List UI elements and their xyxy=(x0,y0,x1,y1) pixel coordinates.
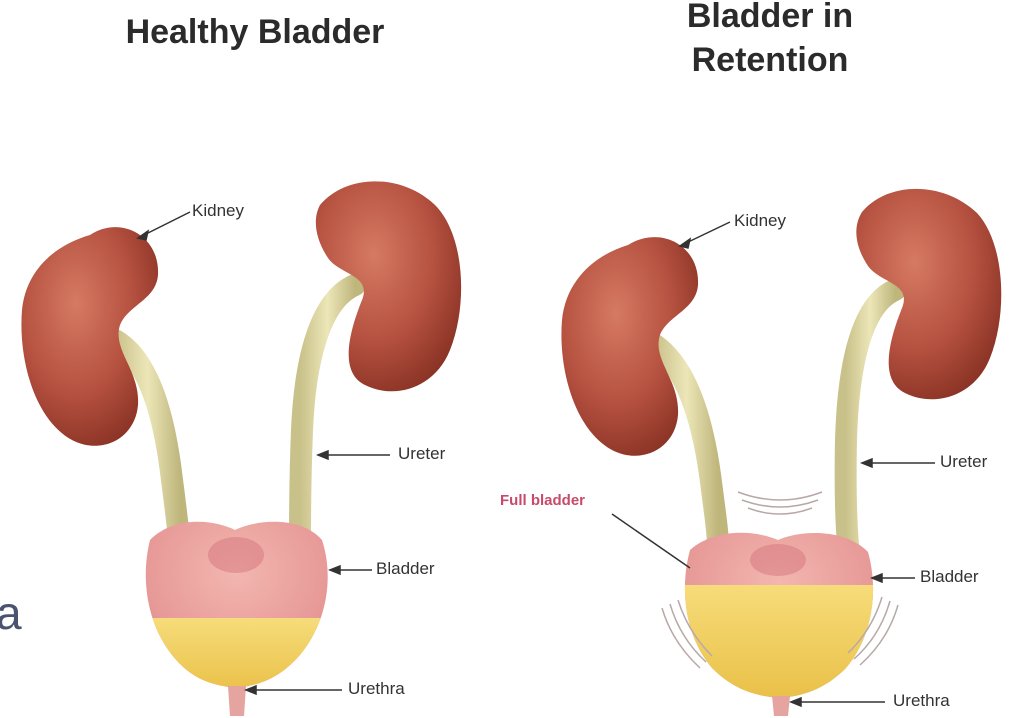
healthy-diagram xyxy=(21,181,461,716)
label-urethra-retention: Urethra xyxy=(893,691,950,711)
label-bladder-retention: Bladder xyxy=(920,567,979,587)
left-kidney-1 xyxy=(21,227,158,446)
right-kidney-1 xyxy=(561,237,698,456)
edge-text-fragment: a xyxy=(0,586,22,640)
label-bladder-healthy: Bladder xyxy=(376,559,435,579)
left-ureter-b xyxy=(300,285,355,540)
label-kidney-healthy: Kidney xyxy=(192,201,244,221)
label-ureter-retention: Ureter xyxy=(940,452,987,472)
retention-diagram xyxy=(561,189,1001,716)
label-kidney-retention: Kidney xyxy=(734,211,786,231)
right-urethra xyxy=(772,696,790,716)
label-ureter-healthy: Ureter xyxy=(398,444,445,464)
right-ureter-b xyxy=(846,290,895,545)
label-full-bladder: Full bladder xyxy=(500,492,585,509)
label-urethra-healthy: Urethra xyxy=(348,679,405,699)
left-urethra xyxy=(228,686,246,716)
